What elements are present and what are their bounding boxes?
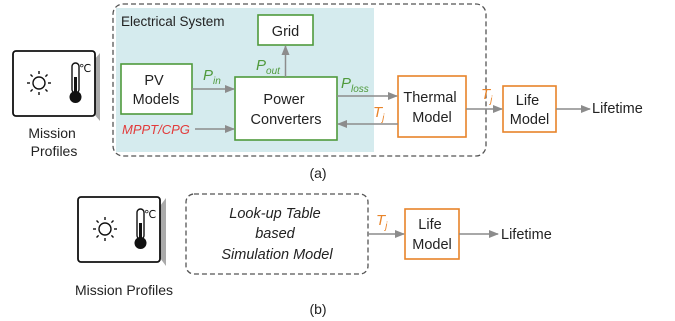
tj-label-b: Tj	[376, 212, 388, 232]
life-model-label-a: Life Model	[510, 93, 550, 128]
power-converters-label: Power Converters	[251, 92, 322, 128]
life-model-block-b	[404, 208, 460, 260]
p-loss-label: Ploss	[341, 75, 369, 95]
lookup-table-label: Look-up Table based Simulation Model	[221, 206, 333, 263]
tj-feedback-label: Tj	[373, 104, 385, 124]
grid-label: Grid	[272, 24, 299, 40]
mission-profiles-label-b: Mission Profiles	[75, 282, 173, 298]
life-model-label-b: Life Model	[412, 217, 452, 253]
caption-a: (a)	[309, 165, 326, 181]
thermometer-icon: ℃	[69, 62, 91, 103]
mission-profile-icon-a: ℃	[12, 50, 100, 121]
electrical-system-label: Electrical System	[121, 14, 225, 29]
p-in-label: Pin	[203, 67, 221, 87]
p-out-label: Pout	[256, 57, 281, 77]
thermal-model-block	[397, 75, 467, 138]
grid-block	[257, 14, 314, 46]
caption-b: (b)	[309, 301, 326, 317]
sun-icon	[93, 217, 117, 241]
svg-text:℃: ℃	[79, 63, 91, 75]
pv-models-label: PV Models	[133, 73, 180, 108]
svg-text:℃: ℃	[144, 209, 156, 221]
tj-output-label: Tj	[481, 86, 493, 106]
system-boundary	[112, 3, 487, 157]
sun-icon	[27, 71, 51, 95]
pv-models-block	[120, 63, 193, 115]
thermometer-icon: ℃	[134, 208, 156, 249]
mission-profile-icon-b: ℃	[77, 196, 166, 266]
mission-profiles-label-a: Mission Profiles	[28, 125, 79, 159]
mppt-cpg-label: MPPT/CPG	[122, 122, 190, 137]
lifetime-label-b: Lifetime	[501, 227, 552, 243]
lifetime-label-a: Lifetime	[592, 101, 643, 117]
panel-a: Electrical System ℃	[12, 3, 643, 181]
power-converters-block	[234, 76, 338, 141]
panel-b: ℃ Mission Profiles Look-up Table based S…	[75, 193, 552, 317]
thermal-model-label: Thermal Model	[403, 90, 460, 126]
